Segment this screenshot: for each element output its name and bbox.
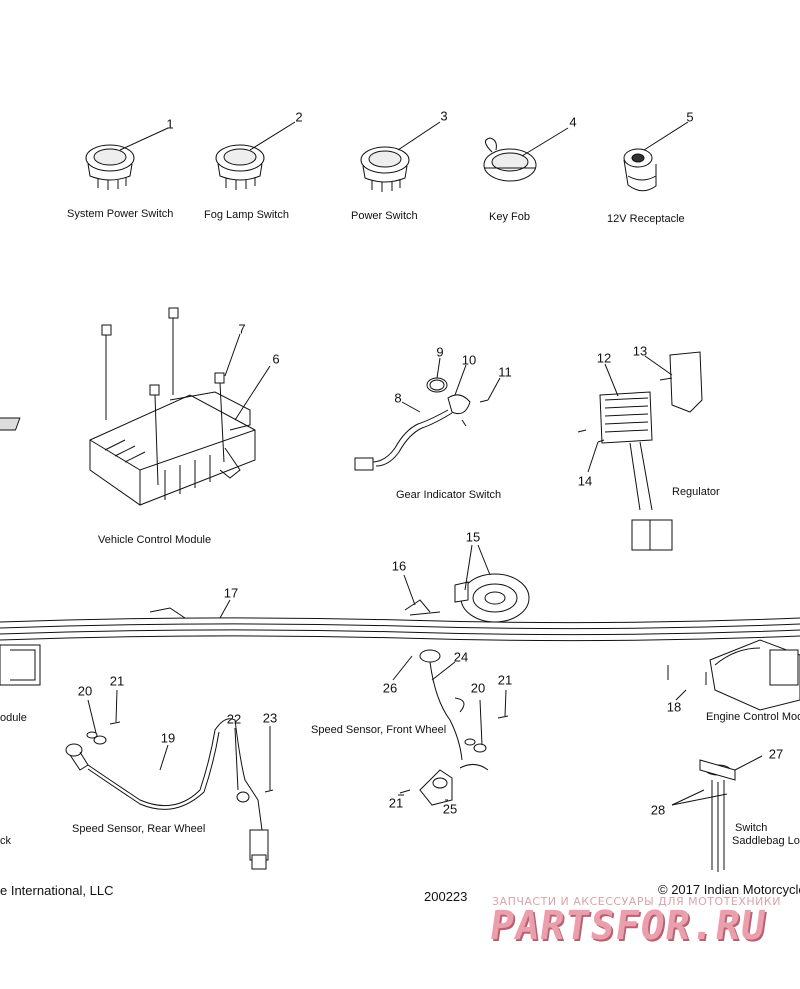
callout-3: 3 (440, 108, 448, 124)
callout-2: 2 (295, 109, 303, 125)
label-vehicle-control-module: Vehicle Control Module (98, 534, 212, 546)
callout-23: 23 (262, 710, 278, 726)
label-gear-indicator-switch: Gear Indicator Switch (396, 489, 502, 501)
callout-20b: 20 (470, 680, 486, 696)
callout-22: 22 (226, 711, 242, 727)
callout-13: 13 (632, 343, 648, 359)
callout-4: 4 (569, 114, 577, 130)
key-fob-drawing (483, 137, 537, 182)
watermark-brand: PARTSFOR.RU (486, 903, 770, 949)
engine-control-module-drawing (667, 639, 800, 711)
watermark-tagline: ЗАПЧАСТИ И АКСЕССУАРЫ ДЛЯ МОТОТЕХНИКИ (492, 895, 781, 908)
gear-indicator-switch-drawing (354, 377, 489, 471)
callout-19: 19 (160, 730, 176, 746)
label-switch: Switch (735, 822, 768, 834)
callout-15: 15 (465, 529, 481, 545)
label-power-switch: Power Switch (351, 210, 418, 222)
callout-27: 27 (768, 746, 784, 762)
label-key-fob: Key Fob (489, 211, 530, 223)
callout-20a: 20 (77, 683, 93, 699)
main-harness-drawing (0, 607, 800, 686)
horn-drawing (404, 573, 530, 623)
label-engine-control-module: Engine Control Mod (706, 711, 800, 723)
callout-17: 17 (223, 585, 239, 601)
fog-lamp-switch-drawing (215, 144, 265, 190)
callout-5: 5 (686, 109, 694, 125)
label-fog-lamp-switch: Fog Lamp Switch (204, 209, 289, 221)
callout-25: 25 (442, 801, 458, 817)
label-12v-receptacle: 12V Receptacle (607, 213, 685, 225)
callout-26: 26 (382, 680, 398, 696)
callout-21b: 21 (497, 672, 513, 688)
front-speed-sensor-drawing (399, 649, 509, 806)
label-lock-partial: ck (0, 835, 11, 847)
label-module-partial: odule (0, 712, 27, 724)
rear-speed-sensor-drawing (65, 718, 274, 870)
callout-8: 8 (394, 390, 402, 406)
copyright-left: e International, LLC (0, 883, 114, 898)
receptacle-drawing (623, 148, 657, 192)
label-speed-sensor-rear: Speed Sensor, Rear Wheel (72, 823, 206, 835)
callout-9: 9 (436, 344, 444, 360)
callout-28: 28 (650, 802, 666, 818)
label-speed-sensor-front: Speed Sensor, Front Wheel (311, 724, 447, 736)
vehicle-control-module-drawing (0, 307, 256, 506)
callout-21c: 21 (388, 795, 404, 811)
callout-7: 7 (238, 321, 246, 337)
callout-11: 11 (498, 364, 512, 380)
saddlebag-switch-drawing (699, 759, 736, 872)
callout-12: 12 (596, 350, 612, 366)
callout-18: 18 (666, 699, 682, 715)
callout-14: 14 (577, 473, 593, 489)
label-saddlebag-lock: Saddlebag Lo (732, 835, 800, 847)
callout-21a: 21 (109, 673, 125, 689)
callout-10: 10 (461, 352, 477, 368)
regulator-drawing (577, 351, 703, 551)
callout-1: 1 (166, 116, 174, 132)
copyright-right: © 2017 Indian Motorcycle (658, 882, 800, 897)
power-switch-drawing (360, 146, 410, 192)
label-system-power-switch: System Power Switch (67, 208, 174, 220)
callout-24: 24 (453, 649, 469, 665)
callout-6: 6 (272, 351, 280, 367)
system-power-switch-drawing (85, 144, 135, 190)
diagram-id: 200223 (424, 889, 468, 904)
callout-16: 16 (391, 558, 407, 574)
label-regulator: Regulator (672, 486, 720, 498)
